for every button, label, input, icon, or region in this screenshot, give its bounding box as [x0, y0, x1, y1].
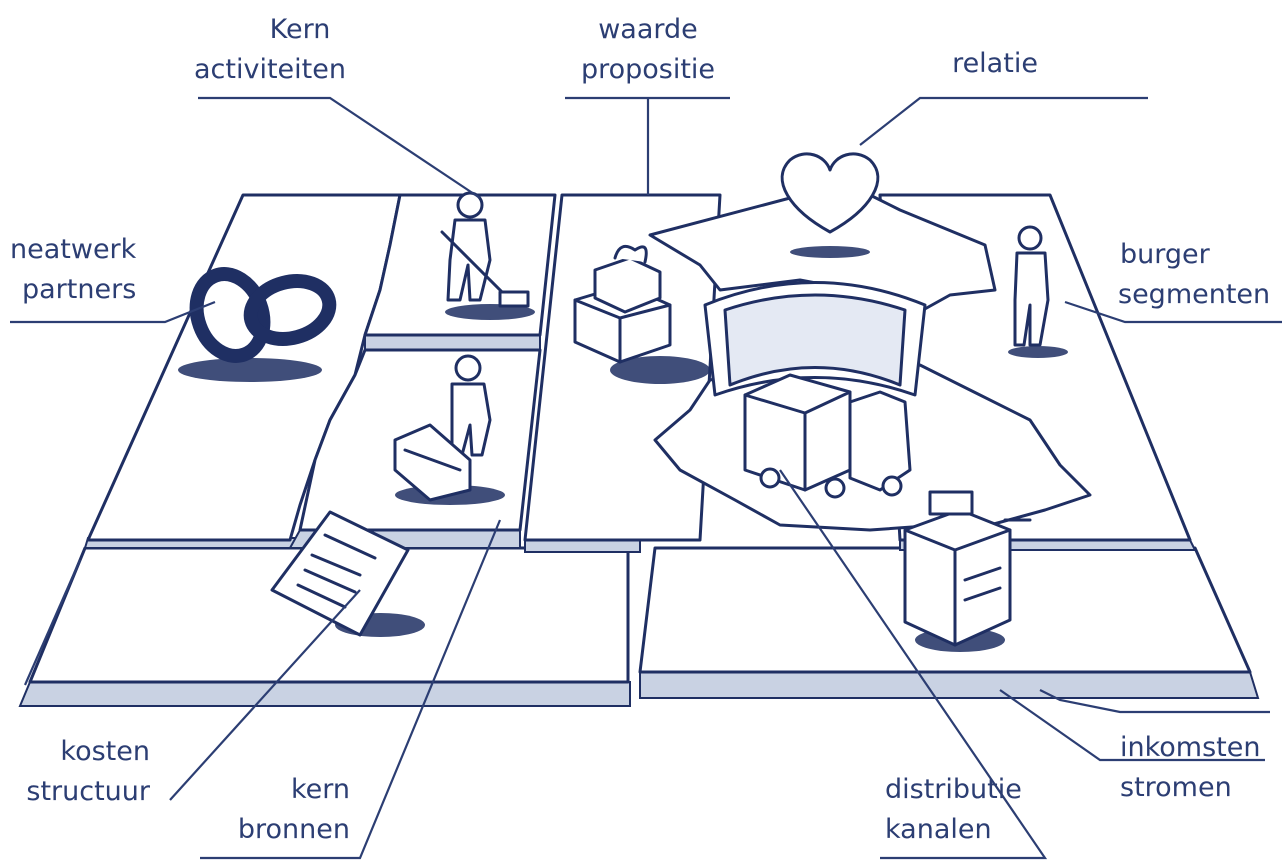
truck-icon [743, 373, 912, 499]
label-kern-bronnen-line2: bronnen [238, 814, 350, 845]
label-distributie-kanalen-line1: distributie [885, 774, 1022, 805]
cash-register-icon [903, 490, 1032, 652]
channels-ring [703, 281, 927, 397]
label-kosten-structuur: kosten structuur [26, 736, 151, 807]
label-waarde-propositie-line2: propositie [581, 54, 715, 85]
label-distributie-kanalen-line2: kanalen [885, 814, 992, 845]
label-netwerk-partners: neatwerk partners [10, 234, 137, 305]
label-relatie-text: relatie [952, 48, 1038, 79]
label-kosten-structuur-line2: structuur [26, 776, 151, 807]
label-distributie-kanalen: distributie kanalen [885, 774, 1022, 845]
person-icon [1008, 225, 1068, 358]
gift-boxes-icon [573, 244, 710, 384]
worker-with-cart-icon [393, 354, 505, 505]
document-icon [270, 510, 425, 637]
label-netwerk-partners-line2: partners [22, 274, 136, 305]
worker-icon [440, 191, 535, 320]
leader-lines [10, 96, 1282, 860]
label-kern-activiteiten-line2: activiteiten [194, 54, 346, 85]
label-burger-segmenten: burger segmenten [1118, 239, 1270, 310]
label-waarde-propositie-line1: waarde [598, 14, 698, 45]
label-kern-activiteiten-line1: Kern [270, 14, 331, 45]
label-burger-segmenten-line2: segmenten [1118, 279, 1270, 310]
label-kosten-structuur-line1: kosten [60, 736, 150, 767]
label-netwerk-partners-line1: neatwerk [10, 234, 137, 265]
heart-icon [780, 152, 880, 258]
label-inkomsten-stromen: inkomsten stromen [1120, 732, 1260, 803]
label-kern-bronnen-line1: kern [291, 774, 350, 805]
label-kern-activiteiten: Kern activiteiten [194, 14, 346, 85]
label-waarde-propositie: waarde propositie [581, 14, 715, 85]
label-inkomsten-stromen-line2: stromen [1120, 772, 1232, 803]
label-kern-bronnen: kern bronnen [238, 774, 350, 845]
linked-rings-icon [178, 267, 337, 382]
label-burger-segmenten-line1: burger [1120, 239, 1211, 270]
label-relatie: relatie [952, 48, 1038, 79]
label-inkomsten-stromen-line1: inkomsten [1120, 732, 1260, 763]
